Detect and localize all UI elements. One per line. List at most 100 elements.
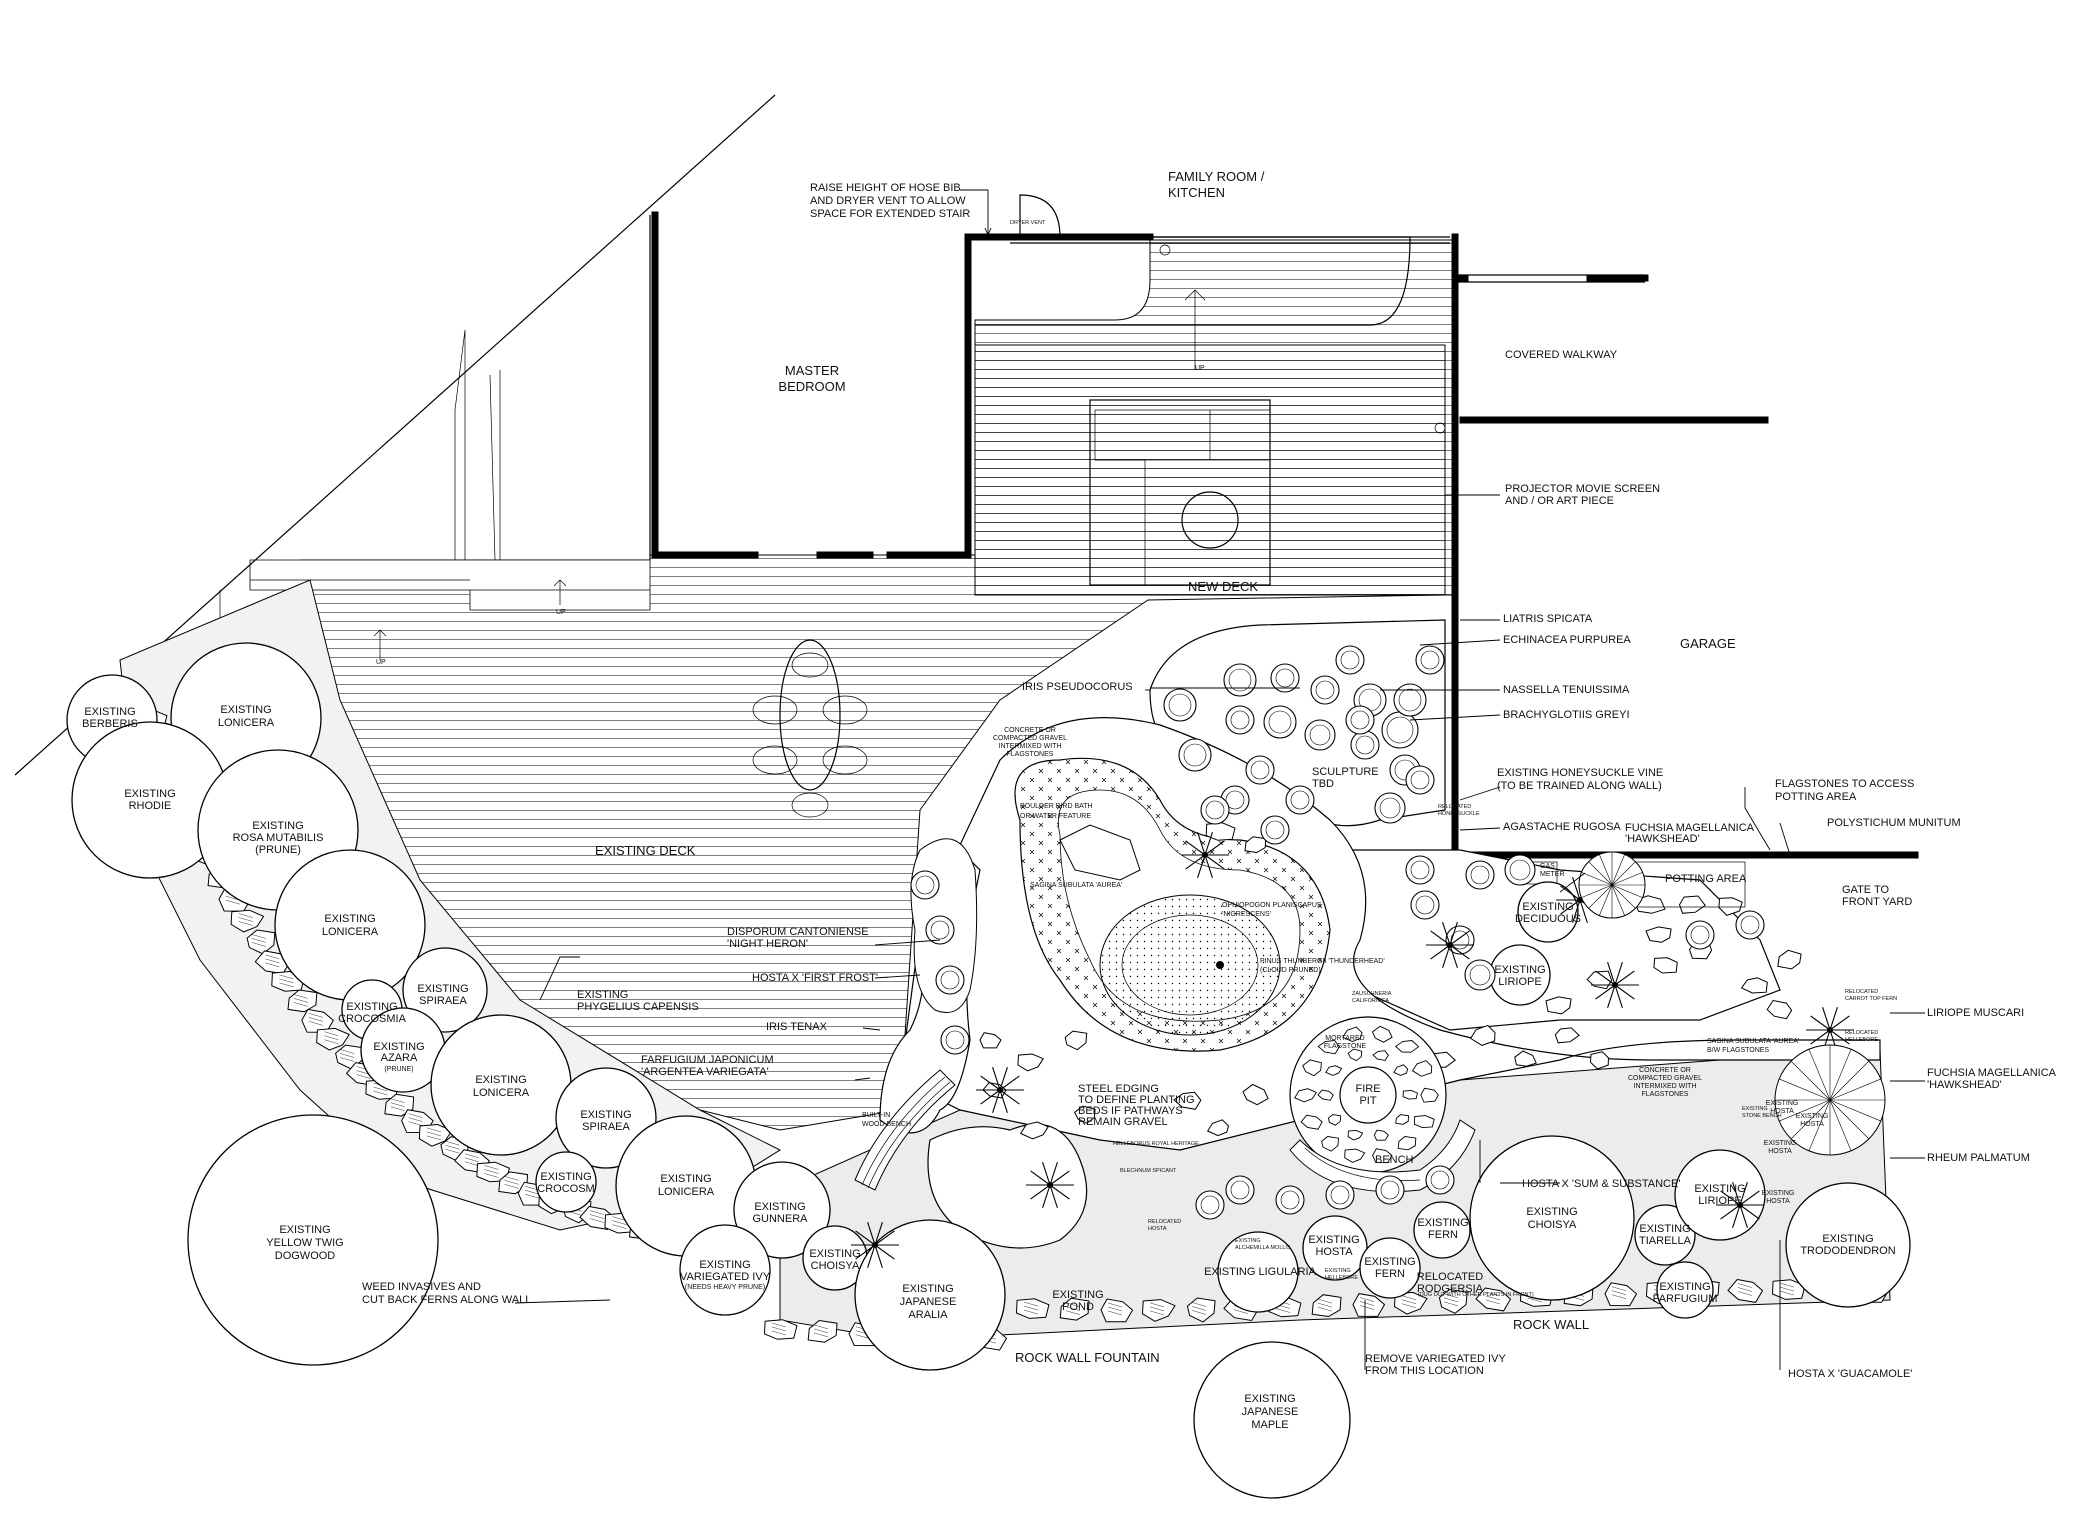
callout-hosta-guac: HOSTA X 'GUACAMOLE' <box>1788 1368 1912 1380</box>
wall-stone-texture <box>1191 1306 1207 1311</box>
wall-stone-texture <box>612 1220 627 1225</box>
plant-symbol <box>1163 688 1197 722</box>
fire-pit-stone <box>1420 1087 1439 1103</box>
flagstone <box>1653 957 1678 974</box>
shrub-circle <box>733 1161 831 1259</box>
flagstone <box>1019 1121 1049 1140</box>
plant-symbol <box>1200 795 1230 825</box>
callout-sagina: SAGINA SUBULATA 'AUREA' <box>1030 882 1122 889</box>
callout-farfugium: FARFUGIUM JAPONICUM'ARGENTEA VARIEGATA' <box>641 1054 774 1078</box>
callout-liriope-muscari: LIRIOPE MUSCARI <box>1927 1007 2024 1019</box>
fire-pit-area <box>1289 1016 1476 1193</box>
plant-symbol <box>1445 925 1475 955</box>
wall-stone-texture <box>1737 1291 1753 1296</box>
wall-stone-texture <box>390 1106 405 1111</box>
plant-symbol <box>1464 959 1496 991</box>
fire-pit-stone <box>1397 1136 1417 1151</box>
wall-stone <box>1100 1298 1134 1323</box>
wall-stone-texture <box>589 1210 604 1215</box>
fire-pit-stone <box>1373 1129 1389 1141</box>
callout-brachyglottis: BRACHYGLOTIIS GREYI <box>1503 709 1630 721</box>
wall-stone-texture <box>1485 1291 1501 1297</box>
plant-symbol <box>1685 920 1715 950</box>
wall-stone-texture <box>813 1328 829 1334</box>
wall-stone <box>1604 1282 1638 1307</box>
callout-blechnum: BLECHNUM SPICANT <box>1120 1168 1177 1174</box>
new-deck <box>974 239 1456 596</box>
wall-stone-texture <box>1359 1301 1375 1306</box>
flagstone <box>1244 836 1267 854</box>
wall-stone-texture <box>1611 1294 1627 1299</box>
callout-ophiopogon: OPHIOPOGON PLANISCAPUS'NIGRESCENS' <box>1222 902 1322 918</box>
callout-hosta-sum: HOSTA X 'SUM & SUBSTANCE' <box>1522 1178 1680 1190</box>
flagstone <box>1777 949 1802 970</box>
wall-stone-texture <box>279 978 294 984</box>
wall-stone-texture <box>1779 1286 1795 1292</box>
wall-stone-texture <box>373 1090 388 1096</box>
plant-symbol <box>1375 1175 1405 1205</box>
wall-stone-texture <box>1317 1306 1333 1312</box>
shrub-circle <box>1674 1149 1766 1241</box>
wall-stone-texture <box>813 1332 829 1338</box>
flagstone <box>1766 999 1793 1020</box>
wall-stone-texture <box>279 982 294 988</box>
fire-pit-stone <box>1317 1089 1334 1101</box>
rock-wall-label: ROCK WALL <box>1513 1317 1589 1332</box>
flagstone <box>1589 1051 1610 1070</box>
fire-pit-stone <box>1325 1065 1343 1076</box>
fire-pit-stone <box>1394 1040 1420 1053</box>
shrub-circle <box>1469 1135 1635 1301</box>
shrub-circle <box>1656 1261 1714 1319</box>
callout-polystichum: POLYSTICHUM MUNITUM <box>1827 817 1961 829</box>
wall-stone-texture <box>293 1002 308 1007</box>
callout-liatris: LIATRIS SPICATA <box>1503 613 1593 625</box>
callout-fuchsia-right: FUCHSIA MAGELLANICA'HAWKSHEAD' <box>1927 1067 2057 1091</box>
wheel-plant-symbol <box>1774 1044 1886 1156</box>
plant-symbol <box>1178 738 1212 772</box>
wall-stone-texture <box>238 921 253 926</box>
spiky-plant-symbol <box>1426 922 1474 968</box>
shrub-circle <box>274 849 426 1001</box>
wall-stone-texture <box>445 1145 460 1150</box>
wall-stone-texture <box>1401 1299 1417 1304</box>
wall-stone-texture <box>1485 1299 1501 1305</box>
wall-stone-texture <box>1275 1308 1291 1313</box>
note-honeysuckle-vine: EXISTING HONEYSUCKLE VINE(TO BE TRAINED … <box>1497 767 1663 792</box>
plant-symbol <box>910 870 940 900</box>
callout-pinus: PINUS THUNBERGII 'THUNDERHEAD'(CLOUD PRU… <box>1260 958 1385 974</box>
callout-hosta-frost: HOSTA X 'FIRST FROST' <box>752 972 878 984</box>
plant-symbol <box>1225 1175 1255 1205</box>
shrub-circle <box>854 1219 1006 1371</box>
spiky-plant-symbol <box>1026 1162 1074 1208</box>
fire-pit-stone <box>1347 1129 1364 1141</box>
plant-symbol <box>1310 675 1340 705</box>
wall-stone-texture <box>1359 1305 1375 1310</box>
wall-stone-texture <box>1023 1301 1039 1307</box>
fire-pit-stone <box>1411 1060 1433 1077</box>
wall-stone-texture <box>408 1121 423 1126</box>
wall-stone <box>316 1027 350 1051</box>
shrub-circle <box>1193 1341 1351 1499</box>
wall-stone-texture <box>373 1086 388 1092</box>
wall-stone <box>1352 1293 1386 1317</box>
plant-symbol <box>1275 1185 1305 1215</box>
flagstone <box>1740 977 1768 994</box>
callout-iris-pseudo: IRIS PSEUDOCORUS <box>1022 681 1133 693</box>
potting-area-label: POTTING AREA <box>1665 873 1747 885</box>
